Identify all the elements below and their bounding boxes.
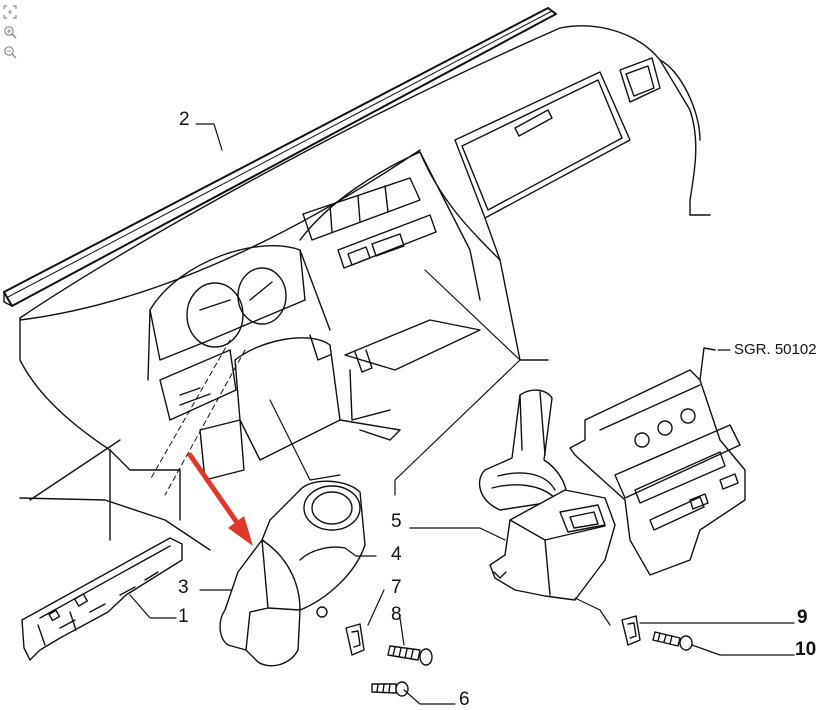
part-5-shifter-housing[interactable] [489, 489, 616, 601]
callout-2[interactable]: 2 [179, 109, 190, 130]
zoom-out-icon[interactable] [2, 44, 18, 60]
callout-8[interactable]: 8 [391, 604, 402, 625]
callout-5[interactable]: 5 [391, 511, 402, 532]
callout-6[interactable]: 6 [459, 689, 470, 710]
callout-10[interactable]: 10 [795, 639, 817, 660]
reference-label[interactable]: SGR. 50102 [734, 341, 817, 358]
gear-shift-boot [478, 389, 567, 511]
part-3-lower-shroud[interactable] [219, 539, 301, 667]
callout-3[interactable]: 3 [178, 577, 189, 598]
callout-leaders [129, 123, 795, 705]
part-4-leader [269, 399, 341, 481]
callout-9[interactable]: 9 [797, 607, 808, 628]
part-5-leader [394, 269, 521, 496]
part-1-lower-bracket[interactable] [21, 537, 183, 661]
highlight-arrow [187, 452, 253, 546]
part-8-screw[interactable] [387, 645, 433, 666]
center-console-ref-assembly [569, 347, 746, 576]
part-10-screw[interactable] [652, 631, 693, 651]
viewer-toolbar [2, 4, 20, 60]
part-7-clip[interactable] [345, 623, 365, 656]
fit-page-icon[interactable] [2, 4, 18, 20]
part-9-clip[interactable] [621, 615, 641, 646]
part-2-trim-strip[interactable] [3, 7, 557, 307]
zoom-in-icon[interactable] [2, 24, 18, 40]
callout-7[interactable]: 7 [391, 577, 402, 598]
dashboard-body [19, 25, 711, 551]
part-6-screw[interactable] [371, 681, 409, 697]
callout-4[interactable]: 4 [391, 544, 402, 565]
callout-1[interactable]: 1 [178, 606, 189, 627]
